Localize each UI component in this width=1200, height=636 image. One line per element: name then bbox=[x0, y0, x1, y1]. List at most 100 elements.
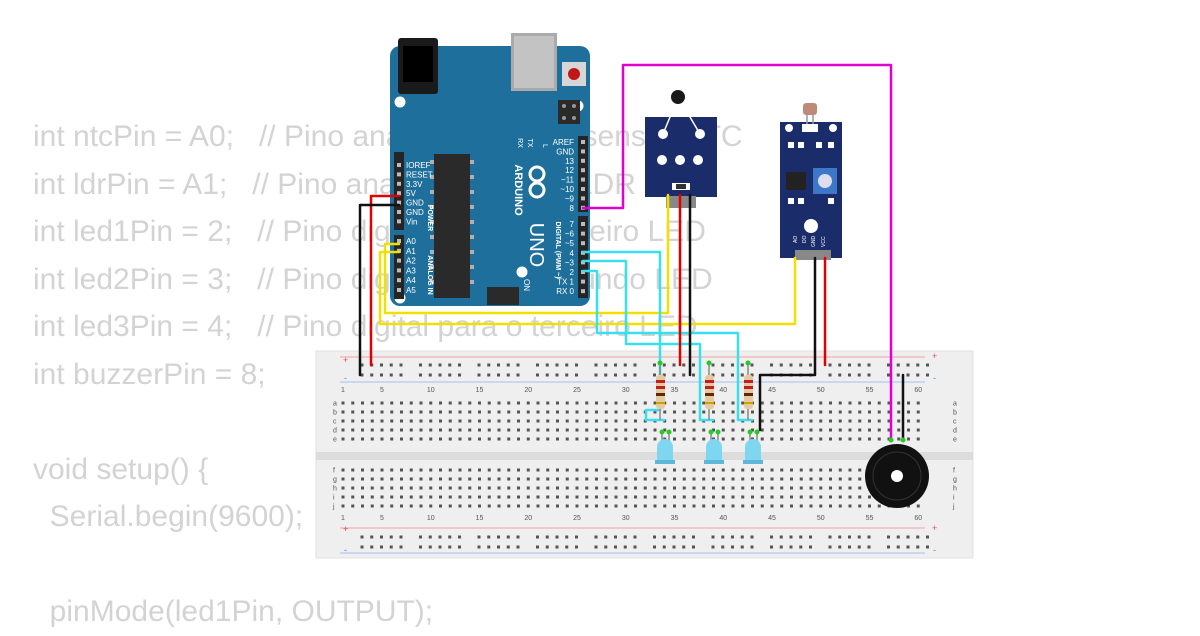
column-number: 10 bbox=[427, 515, 435, 522]
rx-led-label: RX bbox=[516, 138, 523, 148]
leds bbox=[655, 429, 763, 464]
row-letter: i bbox=[953, 495, 955, 502]
pin-label: 13 bbox=[565, 157, 574, 166]
resistor-1 bbox=[656, 360, 665, 420]
column-number: 60 bbox=[914, 387, 922, 394]
row-letter: b bbox=[953, 410, 957, 417]
pin-label: A3 bbox=[406, 266, 416, 275]
pin-label: GND bbox=[406, 208, 424, 217]
column-number: 45 bbox=[768, 515, 776, 522]
column-number: 50 bbox=[817, 387, 825, 394]
row-letter: b bbox=[333, 410, 337, 417]
column-number: 45 bbox=[768, 387, 776, 394]
wire-ldr-gnd-black bbox=[758, 256, 817, 432]
arduino-brand: ARDUINO bbox=[512, 164, 524, 216]
analog-in-label: ANALOG IN bbox=[426, 255, 433, 294]
row-letter: i bbox=[333, 495, 335, 502]
led-1 bbox=[655, 429, 675, 464]
column-number: 1 bbox=[341, 387, 345, 394]
arduino-uno: IOREFRESET3.3V5VGNDGNDVinA0A1A2A3A4A5ARE… bbox=[390, 33, 590, 306]
atmega-chip bbox=[434, 154, 470, 298]
pin-label: RX 0 bbox=[556, 287, 574, 296]
pin-label: 7 bbox=[570, 220, 575, 229]
row-letter: c bbox=[953, 419, 957, 426]
column-number: 20 bbox=[524, 387, 532, 394]
pin-label: ~3 bbox=[565, 258, 575, 267]
pin-label: 2 bbox=[570, 268, 575, 277]
ntc-thermistor bbox=[671, 90, 685, 104]
resistor-3 bbox=[744, 360, 753, 420]
pin-label: 3.3V bbox=[406, 180, 423, 189]
row-letter: h bbox=[953, 486, 957, 493]
code-line: Serial.begin(9600); bbox=[33, 500, 304, 533]
rail-minus-top-left: - bbox=[344, 373, 347, 383]
column-number: 40 bbox=[719, 387, 727, 394]
column-number: 5 bbox=[380, 515, 384, 522]
breadboard-holes bbox=[341, 363, 929, 549]
column-number: 30 bbox=[622, 387, 630, 394]
ntc-pin-label-s: S bbox=[654, 197, 661, 208]
ldr-sensor-module: AO DO GND VCC bbox=[780, 103, 842, 260]
wire-a1-yellow bbox=[378, 250, 797, 326]
ldr-pin-label-gnd: GND bbox=[811, 236, 817, 248]
row-letter: a bbox=[333, 401, 337, 408]
row-letter: g bbox=[953, 477, 957, 484]
pin-label: ~6 bbox=[565, 230, 575, 239]
wire-d8-magenta bbox=[581, 63, 893, 442]
column-number: 35 bbox=[671, 387, 679, 394]
led-3 bbox=[743, 429, 763, 464]
rail-minus-bottom-right: - bbox=[933, 545, 936, 555]
column-number: 30 bbox=[622, 515, 630, 522]
code-line: int led3Pin = 4; // Pino digital para o … bbox=[33, 310, 698, 343]
pin-label: ~5 bbox=[565, 239, 575, 248]
pin-label: IOREF bbox=[406, 161, 431, 170]
pin-label: A0 bbox=[406, 237, 416, 246]
pin-label: AREF bbox=[553, 138, 574, 147]
wire-5v-red bbox=[369, 194, 401, 367]
wire-d2-cyan bbox=[581, 269, 754, 422]
on-label: ON bbox=[522, 279, 531, 291]
ldr-pin-label-ao: AO bbox=[793, 236, 799, 243]
column-number: 55 bbox=[866, 515, 874, 522]
rail-plus-top-right: + bbox=[932, 351, 937, 361]
column-number: 55 bbox=[866, 387, 874, 394]
column-number: 40 bbox=[719, 515, 727, 522]
ldr-pin-label-vcc: VCC bbox=[821, 236, 827, 247]
buzzer bbox=[865, 437, 929, 508]
wire-a0-yellow bbox=[383, 193, 670, 315]
ntc-sensor-module: S - bbox=[645, 90, 717, 208]
column-number: 35 bbox=[671, 515, 679, 522]
wire-gnd-black bbox=[358, 203, 401, 377]
rail-minus-bottom-left: - bbox=[344, 545, 347, 555]
tx-led-label: TX bbox=[526, 139, 533, 148]
pin-label: 4 bbox=[570, 249, 575, 258]
breadboard-labels: 1155101015152020252530303535404045455050… bbox=[332, 387, 957, 522]
pin-label: GND bbox=[406, 199, 424, 208]
rail-plus-top-left: + bbox=[343, 355, 348, 365]
pin-label: 5V bbox=[406, 189, 416, 198]
row-letter: g bbox=[333, 477, 337, 484]
digital-pwm-label: DIGITAL (PWM ~) bbox=[554, 221, 561, 278]
pin-label: A1 bbox=[406, 247, 416, 256]
resistors bbox=[656, 360, 753, 420]
pin-label: GND bbox=[556, 147, 574, 156]
arduino-model: UNO bbox=[525, 223, 547, 267]
arduino-logo bbox=[528, 165, 546, 199]
row-letter: j bbox=[332, 504, 335, 511]
column-number: 1 bbox=[341, 515, 345, 522]
column-number: 10 bbox=[427, 387, 435, 394]
rail-plus-bottom-left: + bbox=[343, 524, 348, 534]
pin-label: ~9 bbox=[565, 194, 575, 203]
pin-label: ~10 bbox=[560, 185, 574, 194]
column-number: 20 bbox=[524, 515, 532, 522]
row-letter: c bbox=[333, 419, 337, 426]
column-number: 25 bbox=[573, 387, 581, 394]
code-line: pinMode(led1Pin, OUTPUT); bbox=[33, 595, 434, 628]
column-number: 15 bbox=[476, 387, 484, 394]
ldr-pin-label-do: DO bbox=[802, 235, 808, 243]
column-number: 15 bbox=[476, 515, 484, 522]
pin-label: Vin bbox=[406, 217, 417, 226]
arduino-header-pins: IOREFRESET3.3V5VGNDGNDVinA0A1A2A3A4A5ARE… bbox=[397, 138, 585, 296]
row-letter: f bbox=[953, 468, 955, 475]
